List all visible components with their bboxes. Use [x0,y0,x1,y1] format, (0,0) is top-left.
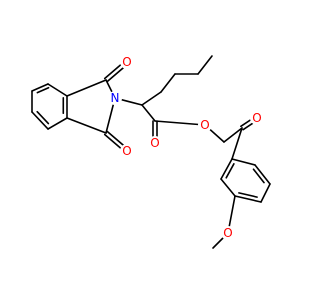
bond-r6-r1 [231,158,256,166]
bond-r3-r4 [234,195,262,203]
bond-ch2-cK [223,127,243,143]
bond-r4-r5 [260,183,271,203]
bond-b5-cB [66,117,107,134]
bond-cE-oEs [154,120,206,126]
bond-b4-b5 [47,117,68,130]
bond-b6-cT [66,79,107,97]
atom-n-imide: N [108,91,122,105]
atom-o-imide-bottom: O [120,144,134,158]
atom-label-n-imide: N [111,91,120,105]
bond-b6-b1 [47,83,68,97]
atom-label-o-methoxy: O [223,226,232,240]
bond-inner-b3-b4 [36,110,50,125]
atom-o-methoxy: O [221,226,235,240]
atom-label-o-ester-carbonyl: O [150,136,159,150]
bond-r1-r2 [220,158,233,180]
bond-b1-b2 [31,83,49,92]
bond-b3-b4 [31,111,49,130]
bond-inner-r3-r4 [238,192,258,198]
atom-o-ester-carbonyl: O [148,136,162,150]
bond-ca-cE [141,104,156,122]
atom-label-layer: O O N O O O O [108,55,264,240]
bond-c1-c2 [160,73,176,93]
atom-o-ketone: O [250,111,264,125]
bond-c3-c4 [197,55,213,75]
atom-label-o-ester-ether: O [200,118,209,132]
bond-inner-r1-r2 [225,163,235,179]
atom-label-o-ketone: O [252,111,261,125]
atom-label-o-imide-top: O [122,55,131,69]
molecule-structure-diagram: O O N O O O O [31,55,271,249]
bond-ca-c1 [141,91,162,106]
bond-layer [31,55,271,249]
atom-o-imide-top: O [120,55,134,69]
bond-inner-b1-b2 [36,86,50,94]
bond-cK-r1 [231,127,243,160]
bond-inner-r5-r6 [252,168,265,184]
bond-r5-r6 [254,164,271,185]
atom-label-o-imide-bottom: O [122,144,131,158]
atom-o-ester-ether: O [198,118,212,132]
bond-r2-r3 [220,178,236,197]
